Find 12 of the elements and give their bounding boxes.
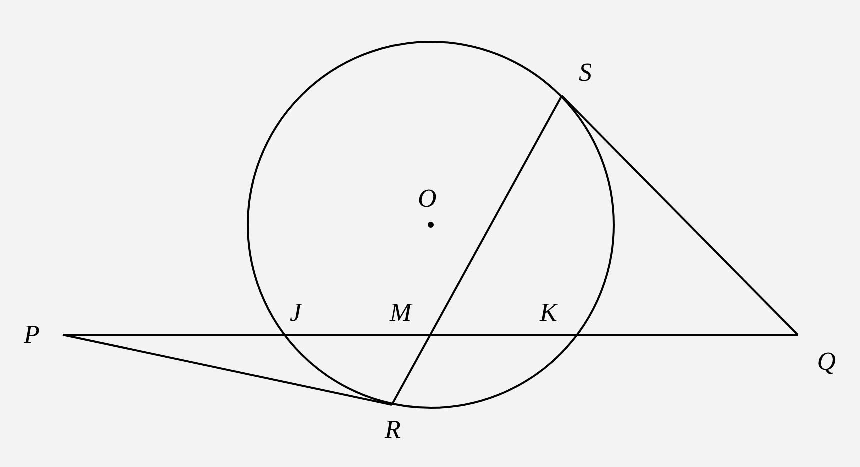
point-label: K	[540, 300, 558, 326]
line-segment	[62, 334, 392, 406]
point-label: R	[385, 417, 401, 443]
line-segment	[561, 95, 799, 336]
point-label: S	[579, 60, 592, 86]
point-label: J	[290, 300, 302, 326]
point-label: Q	[817, 349, 836, 375]
line-segment	[391, 96, 563, 406]
line-segment	[63, 334, 798, 336]
point-label: O	[418, 186, 437, 212]
point-label: P	[24, 322, 40, 348]
point-label: M	[390, 300, 412, 326]
